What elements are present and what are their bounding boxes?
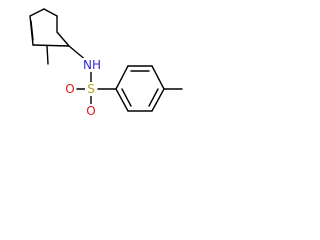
cyclohexene-ring <box>29 8 70 65</box>
atom-nh: NH <box>82 58 102 72</box>
benzene-ring <box>115 65 183 112</box>
benzene-bond-1 <box>115 65 129 90</box>
atom-nh-label: NH <box>83 58 101 72</box>
atom-o-right-label: O <box>86 104 95 118</box>
benzene-inner-bond-b <box>148 88 159 107</box>
ring-bond-c6-c1 <box>32 44 70 47</box>
atom-s: S <box>85 82 97 96</box>
benzene-bond-3 <box>151 65 165 90</box>
ring-bond-c4-c5 <box>29 8 45 17</box>
benzene-inner-bond-c <box>121 88 132 107</box>
atom-o-right: O <box>85 104 97 118</box>
molecule-diagram: NH S O O <box>0 0 213 129</box>
ring-bond-c1-c2 <box>56 31 70 47</box>
atom-o-left-label: O <box>65 82 74 96</box>
atom-s-label: S <box>87 82 95 96</box>
methyl-bond <box>46 45 49 65</box>
molecule-structure: NH S O O <box>29 8 183 118</box>
atom-o-left: O <box>64 82 76 96</box>
ring-double-bond-inner <box>30 20 34 41</box>
benzene-bond-6 <box>115 88 129 112</box>
ring-bond-c3-c4 <box>43 8 58 17</box>
benzene-bond-4 <box>151 88 165 112</box>
